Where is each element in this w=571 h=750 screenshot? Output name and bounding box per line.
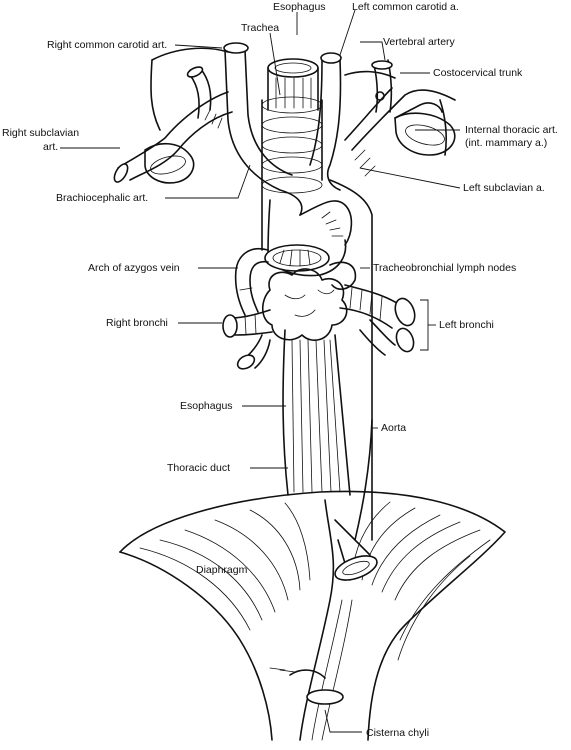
trachea-shape xyxy=(261,96,323,251)
label-left-subclavian: Left subclavian a. xyxy=(463,182,545,194)
lymph-nodes-shape xyxy=(261,261,357,341)
aorta-shape xyxy=(329,179,378,581)
label-brachiocephalic: Brachiocephalic art. xyxy=(56,192,149,204)
esophagus-top-shape xyxy=(267,58,319,111)
leader-lines xyxy=(60,9,461,733)
right-bronchi-shape xyxy=(222,309,273,370)
label-internal-thoracic-2: (int. mammary a.) xyxy=(465,137,548,149)
label-aorta: Aorta xyxy=(381,422,407,434)
label-esophagus-mid: Esophagus xyxy=(180,400,233,412)
label-internal-thoracic-1: Internal thoracic art. xyxy=(465,124,558,136)
label-right-bronchi: Right bronchi xyxy=(106,317,168,329)
label-right-subclavian-2: art. xyxy=(43,141,59,153)
esophagus-shape xyxy=(282,329,351,496)
label-thoracic-duct: Thoracic duct xyxy=(167,462,231,474)
label-right-subclavian-1: Right subclavian xyxy=(2,127,80,139)
label-diaphragm: Diaphragm xyxy=(196,564,248,576)
label-costocervical-trunk: Costocervical trunk xyxy=(433,67,523,79)
label-left-bronchi: Left bronchi xyxy=(439,319,494,331)
label-arch-azygos: Arch of azygos vein xyxy=(88,262,180,274)
left-subclavian-shape xyxy=(344,59,456,177)
azygos-vein-shape xyxy=(234,248,269,316)
thoracic-duct-shape xyxy=(269,499,353,741)
aortic-arch-shape xyxy=(223,42,353,277)
label-right-common-carotid: Right common carotid art. xyxy=(47,39,168,51)
label-cisterna-chyli: Cisterna chyli xyxy=(366,727,430,739)
label-esophagus-top: Esophagus xyxy=(273,1,326,13)
label-tracheobronchial: Tracheobronchial lymph nodes xyxy=(373,262,517,274)
label-vertebral-artery: Vertebral artery xyxy=(383,36,455,48)
label-left-common-carotid: Left common carotid a. xyxy=(352,1,459,13)
right-subclavian-shape xyxy=(113,47,233,184)
diaphragm-shape xyxy=(119,490,506,741)
label-trachea: Trachea xyxy=(241,22,280,34)
left-bronchi-shape xyxy=(339,284,416,356)
